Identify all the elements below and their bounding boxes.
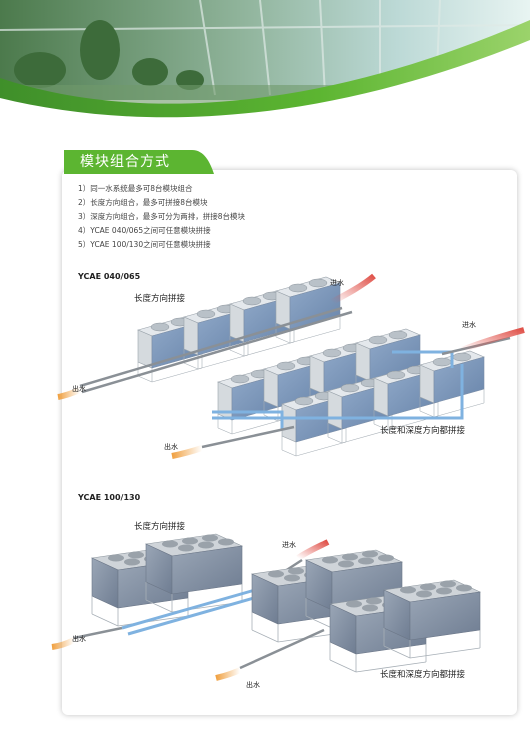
inlet-arrow-2 [460,327,525,353]
pipe-length [79,306,353,394]
outlet-label-a1: 出水 [72,385,86,393]
model-label-100-130: YCAE 100/130 [78,493,141,502]
pipe-blue-b [121,586,269,636]
outlet-label-b1: 出水 [72,635,86,643]
inlet-arrow-b [296,539,330,561]
length-direction-label-b: 长度方向拼接 [134,522,186,532]
inlet-label-b: 进水 [282,541,296,549]
outlet-label-a2: 出水 [164,443,178,451]
section-title: 模块组合方式 [80,154,170,170]
list-item: 3）深度方向组合，最多可分为两排，拼接8台模块 [78,212,246,221]
section-tab [64,150,214,174]
inlet-arrow-1 [330,273,376,305]
list-item: 4）YCAE 040/065之间可任意模块拼接 [78,226,211,235]
length-direction-label-a: 长度方向拼接 [134,294,186,304]
diagram-100-130 [51,533,481,681]
list-item: 1）同一水系统最多可8台模块组合 [78,184,193,193]
list-item: 2）长度方向组合，最多可拼接8台模块 [78,198,208,207]
length-direction-units-b [91,533,243,627]
inlet-label-a2: 进水 [462,321,476,329]
diagram-040-065 [57,273,525,459]
length-depth-units [217,328,485,457]
model-label-040-065: YCAE 040/065 [78,272,141,281]
pipe-depth-b [239,628,325,670]
list-item: 5）YCAE 100/130之间可任意模块拼接 [78,240,211,249]
outlet-arrow-1 [57,387,82,400]
outlet-label-b2: 出水 [246,681,260,689]
length-depth-units-b [251,549,481,673]
outlet-arrow-b1 [51,637,76,650]
inlet-label-a1: 进水 [330,279,344,287]
header-photo [0,0,530,130]
length-depth-label-a: 长度和深度方向都拼接 [380,426,466,436]
length-depth-label-b: 长度和深度方向都拼接 [380,670,466,680]
outlet-arrow-2 [171,445,203,459]
outlet-arrow-b2 [215,667,242,681]
